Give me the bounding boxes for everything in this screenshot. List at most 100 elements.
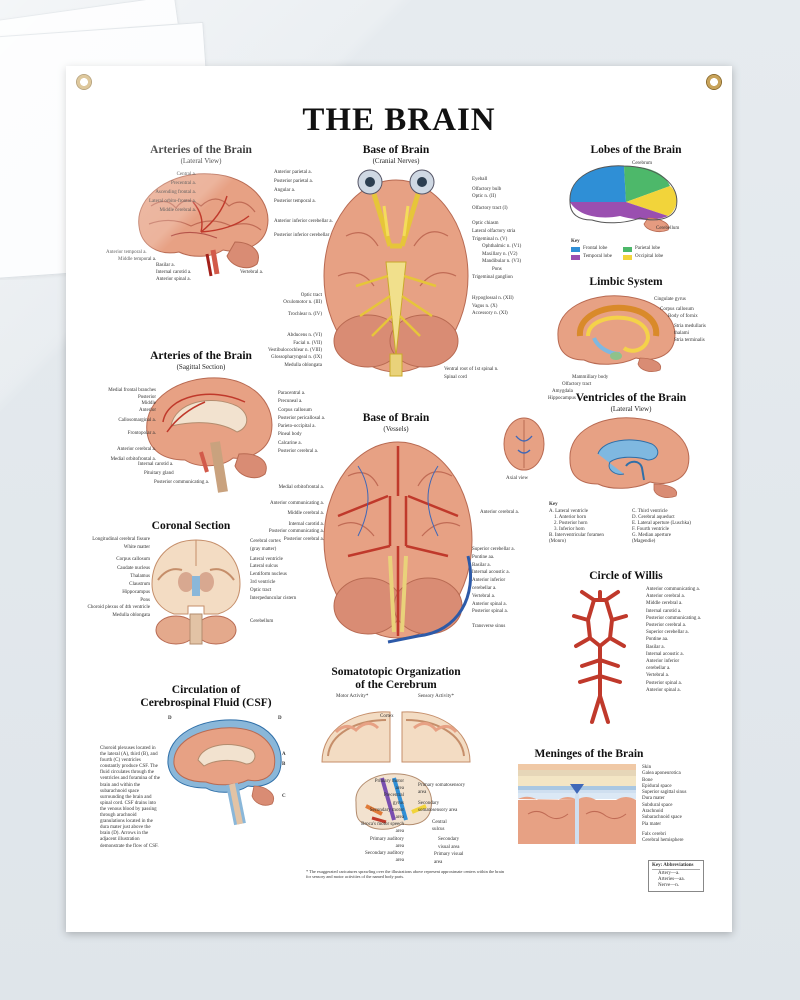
key-item: B. Interventricular foramen (Monro) bbox=[549, 533, 604, 544]
label: Precentral a. bbox=[171, 181, 196, 186]
label: Body of fornix bbox=[668, 314, 698, 320]
label: Cerebral hemisphere bbox=[642, 838, 684, 844]
lobe-key-label: Parietal lobe bbox=[635, 246, 661, 251]
brain-poster: THE BRAIN Arteries of the Brain (Lateral… bbox=[66, 66, 732, 932]
somatotopic-title-line1: Somatotopic Organization bbox=[331, 666, 461, 678]
lobes-title: Lobes of the Brain bbox=[590, 144, 682, 156]
label: Medial frontal branches bbox=[108, 388, 156, 393]
csf-letter-d-left: D bbox=[168, 716, 172, 721]
base-vessels-labels-right: Superior cerebellar a. Pontine aa. Basil… bbox=[472, 546, 520, 616]
label: Thalamus bbox=[130, 574, 150, 580]
csf-letter-a: A bbox=[282, 752, 286, 757]
label: Trigeminal n. (V) bbox=[472, 236, 508, 242]
circle-of-willis-illustration bbox=[572, 590, 628, 724]
label: Anterior cerebral a. bbox=[116, 446, 156, 452]
label: Precentral gyrus bbox=[383, 793, 404, 806]
label: Callosomarginal a. bbox=[118, 418, 156, 424]
label: Superior cerebellar a. bbox=[472, 547, 515, 552]
label: Cerebellum bbox=[250, 619, 274, 625]
label: Middle bbox=[141, 401, 156, 407]
csf-title-line2: Cerebrospinal Fluid (CSF) bbox=[140, 697, 272, 709]
label: Ventral root of 1st spinal n. bbox=[444, 367, 499, 372]
key-item: G. Median aperture (Magendie) bbox=[632, 533, 672, 544]
base-vessels-title: Base of Brain bbox=[362, 412, 430, 424]
base-cranial-labels-right: Eyeball Olfactory bulb Optic n. (II) Olf… bbox=[472, 176, 521, 318]
label: Trochlear n. (IV) bbox=[287, 311, 322, 317]
label: Lateral sulcus bbox=[250, 564, 278, 570]
label: Longitudinal cerebral fissure bbox=[92, 537, 150, 542]
label: Anterior communicating a. bbox=[269, 500, 324, 506]
label: Posterior cerebral a. bbox=[646, 623, 687, 629]
label: Precuneal a. bbox=[278, 399, 303, 405]
label: Anterior cerebral a. bbox=[480, 510, 520, 515]
arteries-sagittal-title: Arteries of the Brain bbox=[150, 350, 252, 362]
somatotopic-footnote: * The exaggerated caricatures sprawling … bbox=[306, 869, 504, 879]
lobes-illustration bbox=[569, 165, 678, 232]
label: Basilar a. bbox=[472, 562, 491, 568]
label: Paracentral a. bbox=[278, 391, 306, 396]
label: Secondary somatosensory area bbox=[418, 800, 458, 814]
label: Posterior spinal a. bbox=[472, 609, 508, 615]
label: Claustrum bbox=[129, 581, 150, 587]
label: Olfactory tract (I) bbox=[472, 205, 508, 211]
label: Lateral olfactory stria bbox=[472, 228, 516, 234]
label: Pontine aa. bbox=[472, 554, 495, 560]
motor-activity-label: Motor Activity* bbox=[336, 694, 369, 699]
ventricles-subtitle: (Lateral View) bbox=[610, 405, 652, 413]
label: Cerebrum bbox=[632, 161, 652, 166]
ventricles-key-col1: A. Lateral ventricle 1. Anterior horn 2.… bbox=[549, 509, 619, 545]
csf-letter-d-right: D bbox=[278, 716, 282, 721]
ventricles-key-col2: C. Third ventricle D. Cerebral aqueduct … bbox=[632, 509, 692, 545]
label: Lateral orbito-frontal a. bbox=[148, 199, 196, 204]
label: Primary motor area bbox=[374, 779, 404, 792]
label: Olfactory bulb bbox=[472, 186, 502, 192]
label: Stria terminalis bbox=[674, 338, 705, 344]
meninges-title: Meninges of the Brain bbox=[534, 748, 644, 760]
label: Pontine aa. bbox=[646, 637, 669, 643]
axial-view-illustration bbox=[503, 417, 545, 471]
label: Pons bbox=[492, 266, 502, 272]
label: Optic chiasm bbox=[472, 221, 499, 227]
lobe-color-swatch bbox=[571, 246, 580, 252]
label: Posterior communicating a. bbox=[646, 615, 702, 621]
label: Central a. bbox=[176, 172, 196, 177]
label: Maxillary n. (V2) bbox=[482, 251, 518, 257]
ventricles-key-title: Key bbox=[549, 502, 558, 507]
lobe-color-swatch bbox=[623, 254, 632, 260]
label: Broca's motor speech area bbox=[361, 822, 404, 835]
label: Central sulcus bbox=[432, 819, 447, 833]
arteries-lateral-title: Arteries of the Brain bbox=[150, 144, 252, 156]
label: Anterior spinal a. bbox=[472, 601, 507, 607]
arteries-sagittal-labels-left: Medial frontal branches Posterior Middle… bbox=[94, 388, 156, 464]
label: Corpus callosum bbox=[278, 407, 312, 413]
base-brain-vessels-illustration bbox=[323, 441, 473, 644]
label: Ophthalmic n. (V1) bbox=[482, 244, 522, 250]
label: Internal carotid a. bbox=[138, 462, 174, 467]
label: Olfactory tract bbox=[562, 382, 592, 387]
lobe-key-label: Temporal lobe bbox=[583, 254, 612, 259]
sensory-activity-label: Sensory Activity* bbox=[418, 694, 454, 699]
arteries-sagittal-subtitle: (Sagittal Section) bbox=[176, 363, 226, 371]
label: Subarachnoid space bbox=[642, 815, 682, 821]
label: Interpeduncular cistern bbox=[250, 595, 297, 601]
base-cranial-title: Base of Brain bbox=[362, 144, 430, 156]
label: Hypoglossal n. (XII) bbox=[472, 296, 514, 302]
label: Vertebral a. bbox=[240, 270, 264, 275]
lobe-key-label: Frontal lobe bbox=[583, 246, 608, 251]
lobes-key-item: Frontal lobe bbox=[571, 246, 607, 252]
abbreviations-title: Key: Abbreviations bbox=[652, 863, 700, 870]
label: Vagus n. (X) bbox=[472, 303, 498, 309]
label: Hippocampus bbox=[122, 589, 150, 595]
csf-letter-b: B bbox=[282, 762, 286, 767]
label: Lentiform nucleus bbox=[250, 572, 287, 578]
base-brain-cranial-nerves-illustration bbox=[323, 169, 469, 377]
willis-labels: Anterior communicating a. Anterior cereb… bbox=[646, 586, 702, 694]
label: Medial orbitofrontal a. bbox=[278, 485, 324, 490]
label: Corpus callosum bbox=[116, 556, 150, 562]
csf-illustration bbox=[167, 719, 282, 826]
label: Primary auditory area bbox=[369, 836, 404, 849]
label: Pituitary gland bbox=[144, 471, 174, 476]
label: Parieto-occipital a. bbox=[278, 424, 316, 430]
label: Cerebellum bbox=[656, 226, 680, 231]
label: Abducens n. (VI) bbox=[287, 333, 322, 339]
